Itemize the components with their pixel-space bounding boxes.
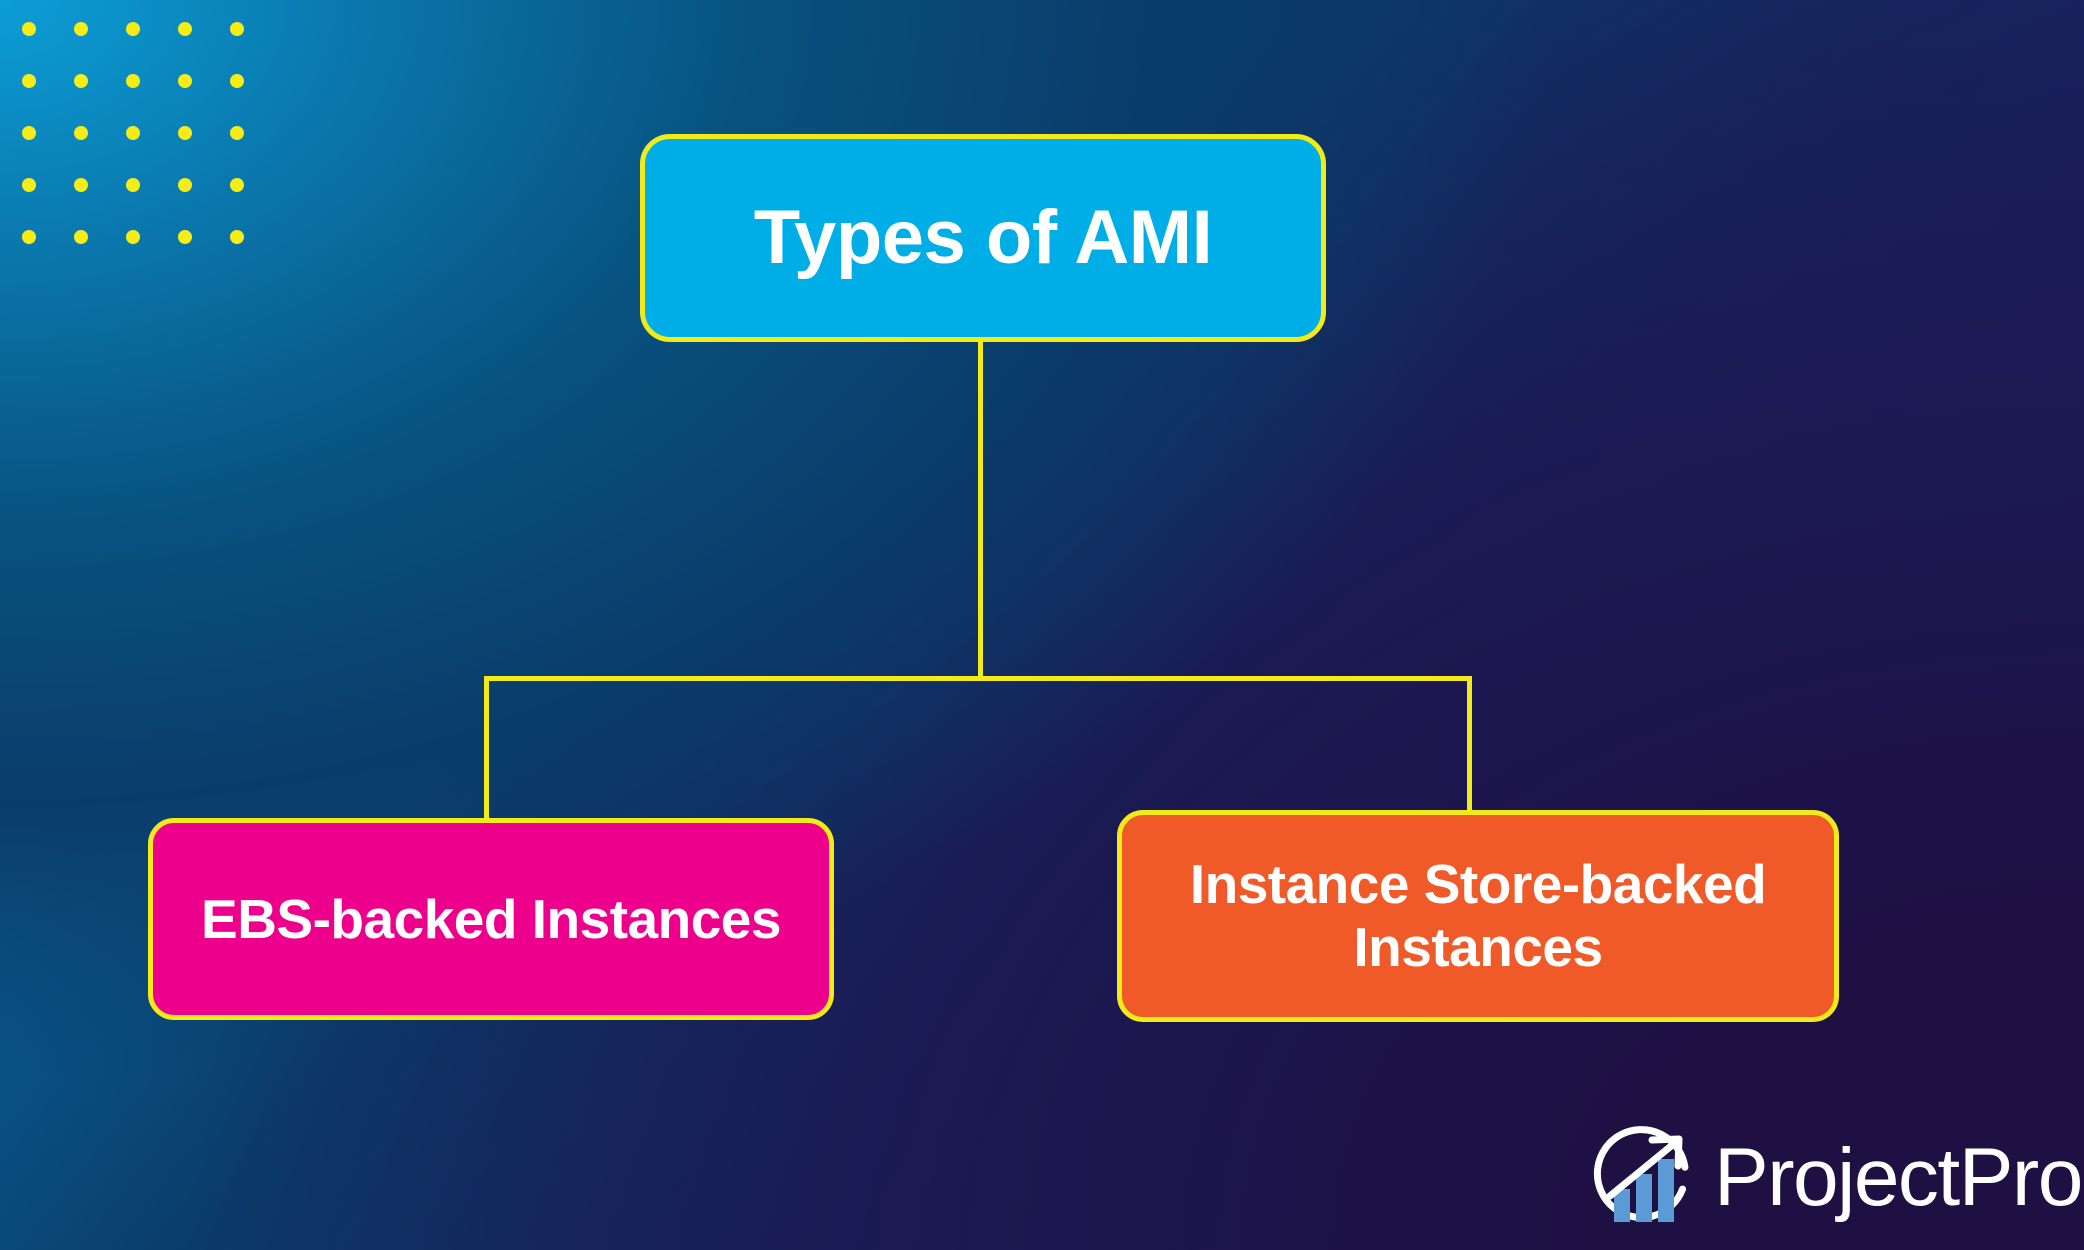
grid-dot bbox=[230, 230, 244, 244]
grid-dot bbox=[230, 178, 244, 192]
connector-branch-right bbox=[1467, 676, 1472, 818]
connector-trunk bbox=[978, 338, 983, 680]
projectpro-wordmark: ProjectPro bbox=[1714, 1132, 2083, 1223]
grid-dot bbox=[74, 74, 88, 88]
grid-dot bbox=[74, 22, 88, 36]
grid-dot bbox=[22, 22, 36, 36]
grid-dot bbox=[230, 22, 244, 36]
grid-dot bbox=[126, 126, 140, 140]
grid-dot bbox=[178, 230, 192, 244]
grid-dot bbox=[126, 178, 140, 192]
grid-dot bbox=[230, 74, 244, 88]
grid-dot bbox=[178, 22, 192, 36]
growth-chart-arrow-icon bbox=[1593, 1126, 1689, 1222]
grid-dot bbox=[126, 230, 140, 244]
node-ebs-backed-instances: EBS-backed Instances bbox=[148, 818, 834, 1020]
connector-horizontal-bar bbox=[484, 676, 1472, 681]
grid-dot bbox=[126, 74, 140, 88]
grid-dot bbox=[74, 230, 88, 244]
grid-dot bbox=[178, 126, 192, 140]
connector-branch-left bbox=[484, 676, 489, 826]
grid-dot bbox=[126, 22, 140, 36]
grid-dot bbox=[230, 126, 244, 140]
grid-dot bbox=[22, 230, 36, 244]
node-types-of-ami: Types of AMI bbox=[640, 134, 1326, 342]
grid-dot bbox=[22, 178, 36, 192]
grid-dot bbox=[22, 74, 36, 88]
grid-dot bbox=[74, 126, 88, 140]
grid-dot bbox=[22, 126, 36, 140]
projectpro-logo: ProjectPro bbox=[1584, 1120, 2083, 1236]
grid-dot bbox=[74, 178, 88, 192]
node-instance-store-backed-instances: Instance Store-backed Instances bbox=[1117, 810, 1839, 1022]
dot-grid-decoration bbox=[22, 22, 282, 282]
grid-dot bbox=[178, 74, 192, 88]
grid-dot bbox=[178, 178, 192, 192]
